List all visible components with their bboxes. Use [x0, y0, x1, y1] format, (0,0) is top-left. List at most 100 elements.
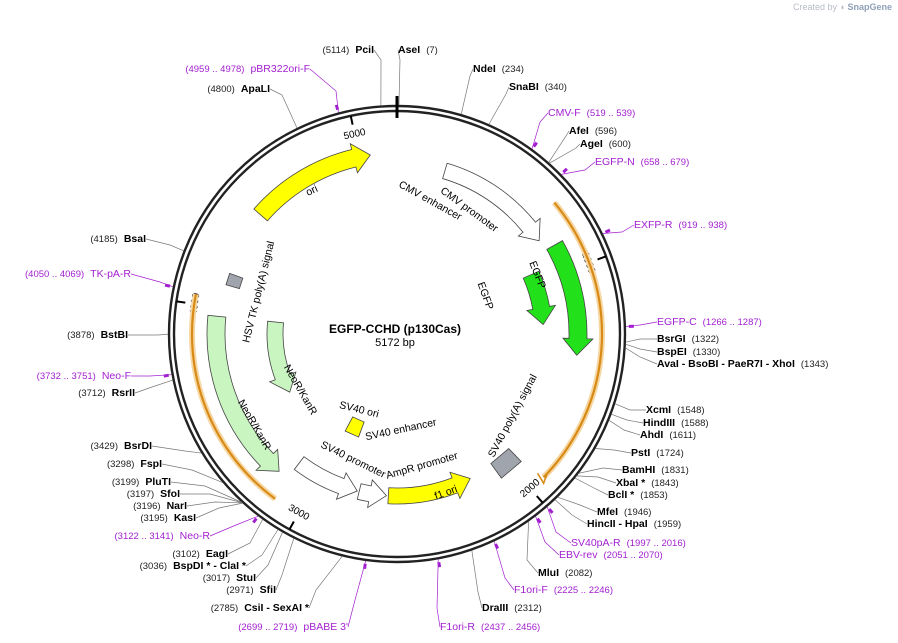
primer-f1ori-r-leader [436, 559, 441, 628]
primer-sv40pa-r-leader [546, 506, 572, 544]
enzyme-fspi-label[interactable]: (3298)FspI [107, 458, 162, 470]
plasmid-name: EGFP-CCHD (p130Cas) [329, 322, 461, 336]
enzyme-agei-leader [549, 143, 581, 164]
primer-exfp-r-label[interactable]: EXFP-R(919 .. 938) [634, 219, 727, 231]
enzyme-afei-label[interactable]: AfeI(596) [569, 125, 617, 137]
enzyme-snabi-leader [488, 86, 510, 125]
enzyme-xhoi-label[interactable]: AvaI - BsoBI - PaeR7I - XhoI(1343) [657, 358, 828, 370]
enzyme-rsrii-label[interactable]: (3712)RsrII [78, 387, 135, 399]
enzyme-fspi-leader [161, 463, 223, 483]
enzyme-sfii-label[interactable]: (2971)SfiI [226, 584, 276, 596]
enzyme-bamhi-leader [578, 467, 623, 474]
enzyme-hindiii-label[interactable]: HindIII(1588) [643, 417, 709, 429]
enzyme-hindiii-leader [611, 413, 644, 424]
enzyme-xbai-label[interactable]: XbaI *(1843) [616, 477, 679, 489]
enzyme-xhoi-leader [625, 347, 658, 365]
enzyme-apali-label[interactable]: (4800)ApaLI [207, 83, 270, 95]
egfp-inner-label: EGFP [475, 280, 496, 311]
enzyme-bstbi-leader [128, 333, 169, 336]
enzyme-asei-label[interactable]: AseI(7) [398, 44, 438, 56]
enzyme-ahdi-leader [608, 419, 641, 436]
enzyme-pluti-label[interactable]: (3199)PluTI [112, 476, 171, 488]
enzyme-ndei-leader [460, 68, 474, 115]
enzyme-psti-label[interactable]: PstI(1724) [631, 447, 684, 459]
primer-ebv-rev-marker [536, 517, 542, 524]
enzyme-sfoi-label[interactable]: (3197)SfoI [127, 488, 180, 500]
plasmid-size: 5172 bp [375, 337, 415, 349]
enzyme-bsrgi-label[interactable]: BsrGI(1322) [657, 333, 719, 345]
enzyme-bcli-label[interactable]: BclI *(1853) [608, 489, 668, 501]
primer-neo-r-marker [252, 517, 258, 524]
enzyme-bamhi-label[interactable]: BamHI(1831) [622, 464, 689, 476]
enzyme-nari-leader [186, 501, 243, 507]
enzyme-bspei-label[interactable]: BspEI(1330) [657, 346, 720, 358]
enzyme-bsrdi-label[interactable]: (3429)BsrDI [91, 440, 153, 452]
primer-cmv-f-label[interactable]: CMV-F(519 .. 539) [548, 107, 635, 119]
tick-mark [176, 300, 186, 304]
enzyme-rsrii-leader [134, 379, 173, 394]
primer-f1ori-f-leader [493, 541, 515, 591]
enzyme-pluti-leader [170, 481, 242, 503]
primer-pbabe3-label[interactable]: (2699 .. 2719)pBABE 3' [238, 621, 348, 633]
enzyme-hpai-label[interactable]: HincII - HpaI(1959) [587, 518, 681, 530]
primer-f1ori-r-label[interactable]: F1ori-R(2437 .. 2456) [440, 621, 540, 633]
enzyme-nari-label[interactable]: (3196)NarI [133, 500, 187, 512]
egfp-outer-arrow [546, 240, 594, 356]
backbone-ring [167, 96, 627, 564]
cmv-enhancer-arrow [442, 162, 541, 242]
created-by-text: Created by [792, 2, 838, 12]
enzyme-mlui-label[interactable]: MluI(2082) [538, 567, 592, 579]
tick-mark [536, 495, 544, 504]
enzyme-clai-label[interactable]: (3036)BspDI * - ClaI * [140, 560, 247, 572]
enzyme-bstbi-label[interactable]: (3878)BstBI [67, 329, 128, 341]
sv40-polya-label: SV40 poly(A) signal [486, 372, 540, 459]
primer-pbabe3-leader [347, 560, 366, 628]
ori-label: ori [304, 183, 320, 199]
primer-egfp-c-label[interactable]: EGFP-C(1266 .. 1287) [657, 316, 762, 328]
enzyme-mfei-label[interactable]: MfeI(1946) [597, 506, 651, 518]
enzyme-clai-leader [245, 529, 279, 567]
egfp-orf-arrowhead [536, 472, 549, 486]
primer-ebv-rev-label[interactable]: EBV-rev(2051 .. 2070) [559, 549, 663, 561]
primer-tk-pa-r-label[interactable]: (4050 .. 4069)TK-pA-R [25, 268, 131, 280]
egfp-orf-line [542, 201, 604, 479]
primer-f1ori-f-label[interactable]: F1ori-F(2225 .. 2246) [514, 584, 613, 596]
neo-orf-line [190, 293, 276, 500]
enzyme-agei-label[interactable]: AgeI(600) [580, 138, 631, 150]
enzyme-sexai-label[interactable]: (2785)CsiI - SexAI * [211, 602, 310, 614]
primer-pbr322ori-f-label[interactable]: (4959 .. 4978)pBR322ori-F [185, 63, 310, 75]
enzyme-stui-label[interactable]: (3017)StuI [203, 572, 256, 584]
primer-neo-f-label[interactable]: (3732 .. 3751)Neo-F [37, 370, 131, 382]
enzyme-pcii-label[interactable]: (5114)PciI [323, 44, 375, 56]
enzyme-eagi-label[interactable]: (3102)EagI [172, 548, 228, 560]
enzyme-kasi-label[interactable]: (3195)KasI [140, 512, 196, 524]
sv40-ori-box [344, 416, 365, 438]
enzyme-bsai-label[interactable]: (4185)BsaI [90, 233, 146, 245]
sv40-promoter-arrow [293, 456, 358, 500]
enzyme-hpai-leader [554, 499, 588, 525]
enzyme-draiii-label[interactable]: DraIII(2312) [482, 602, 542, 614]
enzyme-ahdi-label[interactable]: AhdI(1611) [640, 429, 696, 441]
enzyme-bsrdi-leader [151, 445, 202, 454]
enzyme-mlui-leader [526, 521, 539, 574]
primer-pbr322ori-f-leader [309, 68, 339, 113]
primer-egfp-n-label[interactable]: EGFP-N(658 .. 679) [595, 156, 689, 168]
enzyme-bcli-leader [574, 477, 609, 496]
enzyme-snabi-label[interactable]: SnaBI(340) [509, 81, 567, 93]
enzyme-ndei-label[interactable]: NdeI(234) [473, 63, 524, 75]
primer-exfp-r-marker [604, 228, 611, 234]
tick-mark [349, 115, 354, 125]
primer-neo-r-label[interactable]: (3122 .. 3141)Neo-R [115, 530, 211, 542]
primer-egfp-n-leader [561, 161, 596, 175]
primer-f1ori-r-marker [437, 561, 442, 568]
primer-ebv-rev-leader [535, 516, 560, 556]
label-leaders [128, 49, 658, 628]
enzyme-bsrgi-leader [625, 338, 657, 343]
primer-neo-f-marker [163, 373, 169, 378]
site-labels: (5114)PciI AseI(7) NdeI(234) SnaBI(340) (495… [25, 44, 828, 633]
enzyme-xcmi-label[interactable]: XcmI(1548) [646, 404, 705, 416]
primer-sv40pa-r-label[interactable]: SV40pA-R(1997 .. 2016) [571, 537, 686, 549]
primer-exfp-r-leader [602, 224, 635, 234]
enzyme-pcii-leader [373, 49, 382, 106]
